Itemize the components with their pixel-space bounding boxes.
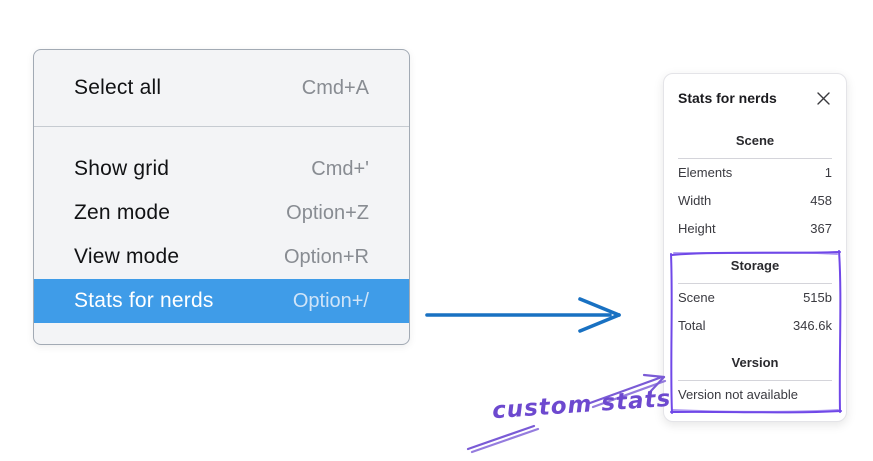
annotation-underline-stroke — [466, 424, 540, 454]
version-section-heading: Version — [731, 355, 779, 370]
stats-panel: Stats for nerds Scene Elements 1 Width 4… — [663, 73, 847, 422]
stat-label: Scene — [678, 290, 715, 305]
stats-panel-header: Stats for nerds — [678, 86, 832, 110]
menu-item-stats-for-nerds[interactable]: Stats for nerds Option+/ — [34, 279, 409, 323]
menu-item-shortcut: Option+R — [283, 245, 369, 268]
stats-panel-title: Stats for nerds — [678, 90, 777, 106]
scene-section-heading: Scene — [735, 133, 775, 148]
menu-item-shortcut: Option+/ — [292, 289, 369, 312]
stat-row-scene-size: Scene 515b — [678, 284, 832, 312]
stat-label: Height — [678, 221, 716, 236]
menu-item-zen-mode[interactable]: Zen mode Option+Z — [34, 191, 409, 235]
menu-item-label: Show grid — [74, 157, 170, 180]
stat-row-height: Height 367 — [678, 215, 832, 243]
pointer-arrow — [425, 297, 621, 333]
stat-label: Width — [678, 193, 712, 208]
stat-label: Elements — [678, 165, 733, 180]
menu-item-shortcut: Cmd+' — [311, 157, 369, 180]
stat-value: 367 — [810, 221, 832, 236]
annotation-label: custom stats — [491, 385, 673, 425]
menu-item-view-mode[interactable]: View mode Option+R — [34, 235, 409, 279]
stat-row-width: Width 458 — [678, 187, 832, 215]
menu-divider — [34, 126, 409, 127]
stat-row-elements: Elements 1 — [678, 159, 832, 187]
stat-value: 458 — [810, 193, 832, 208]
version-message: Version not available — [678, 387, 798, 402]
menu-item-label: Zen mode — [74, 201, 171, 224]
menu-item-show-grid[interactable]: Show grid Cmd+' — [34, 147, 409, 191]
stat-value: 346.6k — [792, 318, 832, 333]
menu-item-shortcut: Cmd+A — [301, 76, 369, 99]
stat-label: Total — [678, 318, 706, 333]
storage-section-heading: Storage — [730, 258, 780, 273]
close-icon[interactable] — [814, 89, 832, 107]
context-menu: Select all Cmd+A Show grid Cmd+' Zen mod… — [33, 49, 410, 345]
section-rule — [678, 283, 832, 284]
menu-item-label: Stats for nerds — [74, 289, 214, 312]
stat-row-total-size: Total 346.6k — [678, 312, 832, 340]
stat-value: 515b — [803, 290, 832, 305]
menu-item-select-all[interactable]: Select all Cmd+A — [34, 50, 409, 126]
menu-item-shortcut: Option+Z — [286, 201, 369, 224]
menu-item-label: View mode — [74, 245, 180, 268]
stat-value: 1 — [824, 165, 832, 180]
section-rule — [678, 380, 832, 381]
section-rule — [678, 158, 832, 159]
menu-item-label: Select all — [74, 76, 162, 99]
